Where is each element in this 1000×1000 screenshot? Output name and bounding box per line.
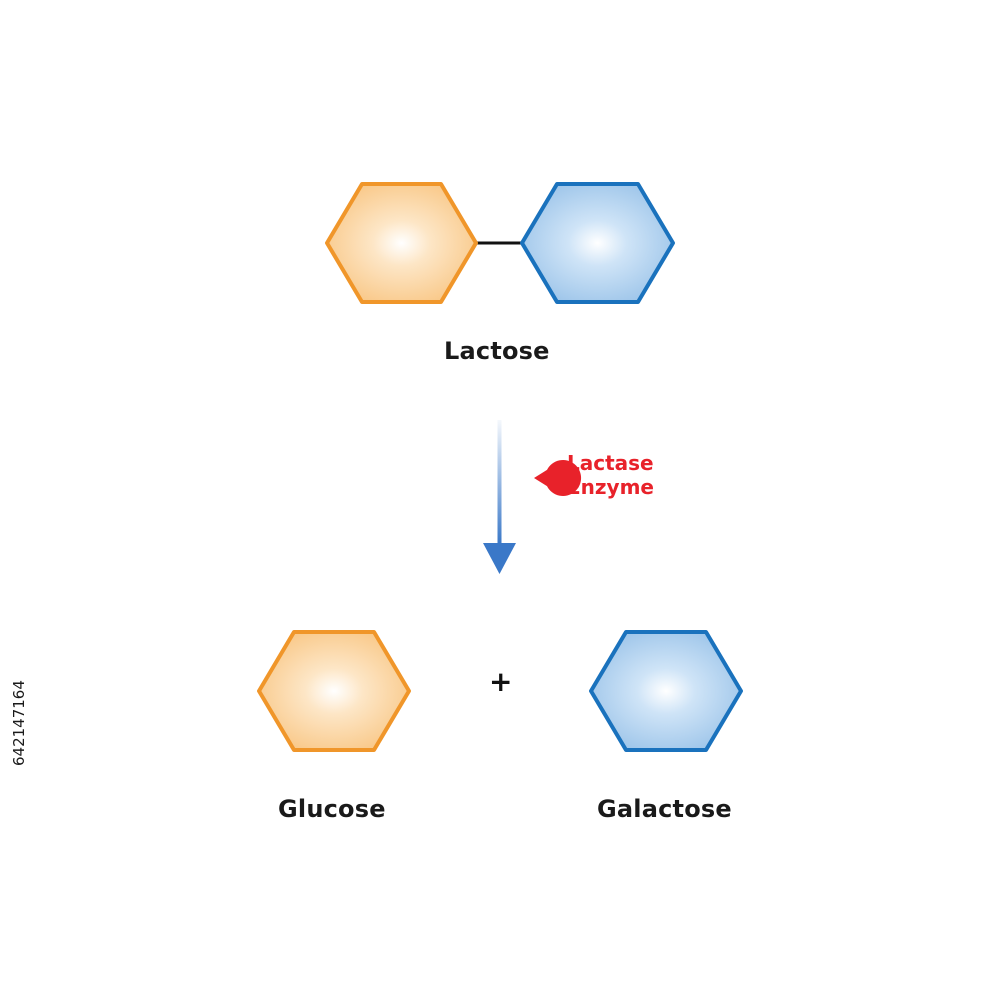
enzyme-label-line1: Lactase (567, 451, 654, 475)
glucose-hexagon (257, 630, 411, 752)
enzyme-label: Lactase Enzyme (567, 451, 654, 499)
lactose-galactose-unit (520, 182, 675, 304)
watermark-id: 642147164 (10, 680, 28, 766)
enzyme-label-line2: Enzyme (567, 475, 654, 499)
galactose-hexagon (589, 630, 743, 752)
lactose-glucose-unit (325, 182, 478, 304)
plus-sign: + (489, 665, 513, 698)
glucose-label: Glucose (278, 795, 386, 823)
reaction-arrow-head (483, 543, 516, 574)
lactose-label: Lactose (444, 337, 550, 365)
galactose-label: Galactose (597, 795, 732, 823)
reaction-arrow-shaft (497, 420, 502, 544)
enzyme-icon (534, 460, 582, 496)
